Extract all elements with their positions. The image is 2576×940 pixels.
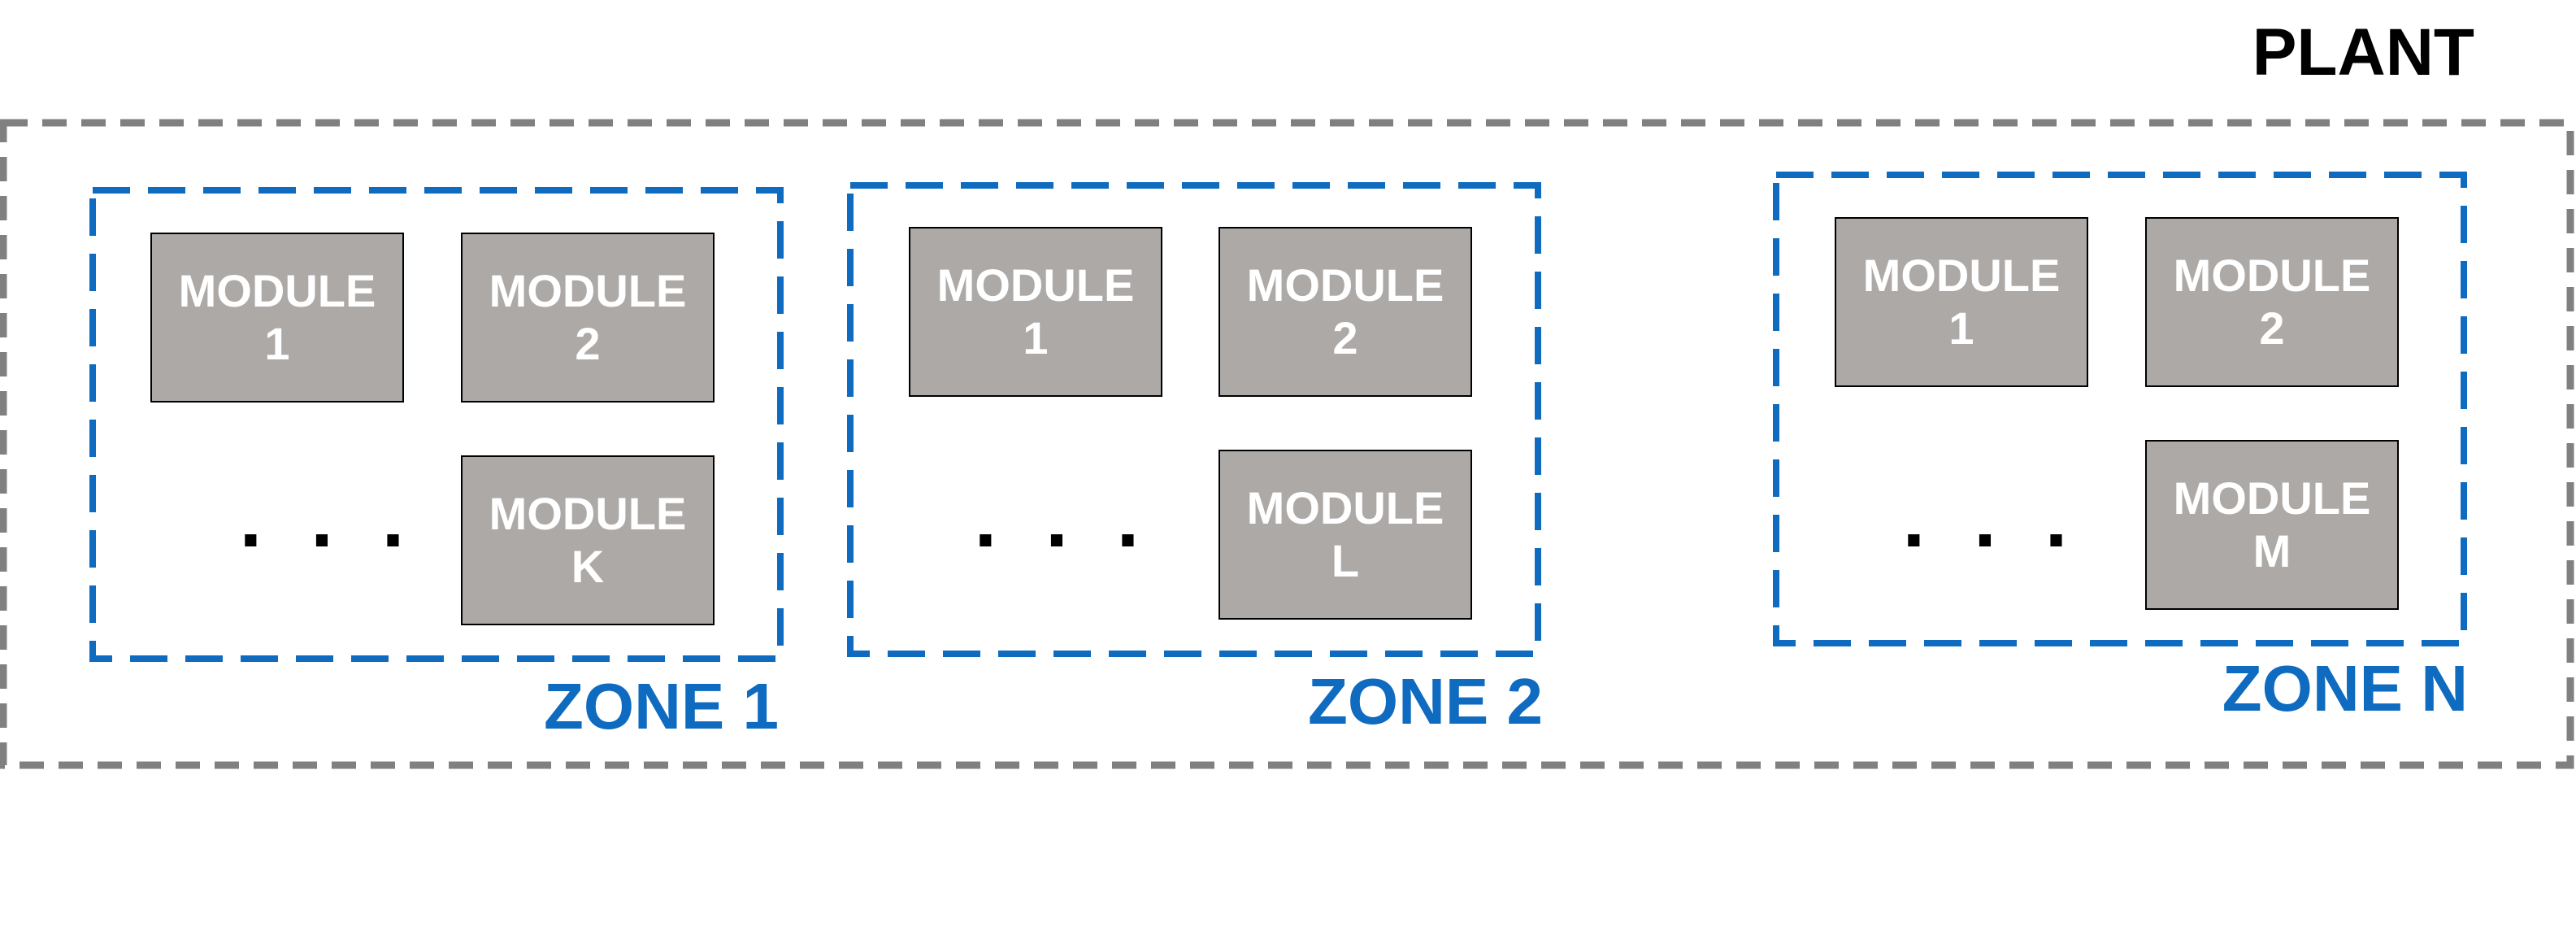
module-box: MODULE K xyxy=(461,455,715,625)
zone-n: ZONE N MODULE 1 MODULE 2 . . . MODULE M xyxy=(1773,172,2468,725)
module-name: MODULE xyxy=(489,488,687,539)
ellipsis: . . . xyxy=(240,473,418,564)
module-id: 2 xyxy=(2259,302,2284,354)
plant-label: PLANT xyxy=(2252,15,2474,89)
zone-label: ZONE 2 xyxy=(1308,665,1543,738)
module-box: MODULE L xyxy=(1218,450,1472,620)
module-name: MODULE xyxy=(179,265,376,316)
module-box: MODULE 1 xyxy=(909,227,1162,397)
module-name: MODULE xyxy=(489,265,687,316)
zone-1: ZONE 1 MODULE 1 MODULE 2 . . . MODULE K xyxy=(89,187,784,742)
module-name: MODULE xyxy=(1863,250,2061,301)
module-box: MODULE 1 xyxy=(1835,217,2088,387)
zone-boundary xyxy=(1773,172,2467,646)
module-id: K xyxy=(571,541,604,592)
zone-2: ZONE 2 MODULE 1 MODULE 2 . . . MODULE L xyxy=(847,182,1543,738)
module-name: MODULE xyxy=(937,259,1135,311)
module-id: L xyxy=(1331,535,1359,586)
module-id: 1 xyxy=(264,318,289,369)
zone-label: ZONE 1 xyxy=(544,670,779,742)
module-id: 2 xyxy=(1332,312,1358,363)
module-box: MODULE 1 xyxy=(150,233,404,403)
module-box: MODULE 2 xyxy=(1218,227,1472,397)
module-box: MODULE 2 xyxy=(461,233,715,403)
module-box: MODULE 2 xyxy=(2145,217,2399,387)
module-id: M xyxy=(2253,525,2291,577)
zone-boundary xyxy=(89,187,784,662)
zone-label: ZONE N xyxy=(2222,652,2468,725)
module-name: MODULE xyxy=(1247,259,1444,311)
ellipsis: . . . xyxy=(975,473,1153,564)
zone-boundary xyxy=(847,182,1541,657)
module-name: MODULE xyxy=(2174,250,2371,301)
ellipsis: . . . xyxy=(1903,473,2081,564)
module-box: MODULE M xyxy=(2145,440,2399,610)
module-name: MODULE xyxy=(1247,482,1444,533)
module-id: 1 xyxy=(1948,302,1974,354)
module-name: MODULE xyxy=(2174,472,2371,524)
module-id: 1 xyxy=(1023,312,1048,363)
plant-boundary xyxy=(0,119,2574,769)
module-id: 2 xyxy=(575,318,600,369)
